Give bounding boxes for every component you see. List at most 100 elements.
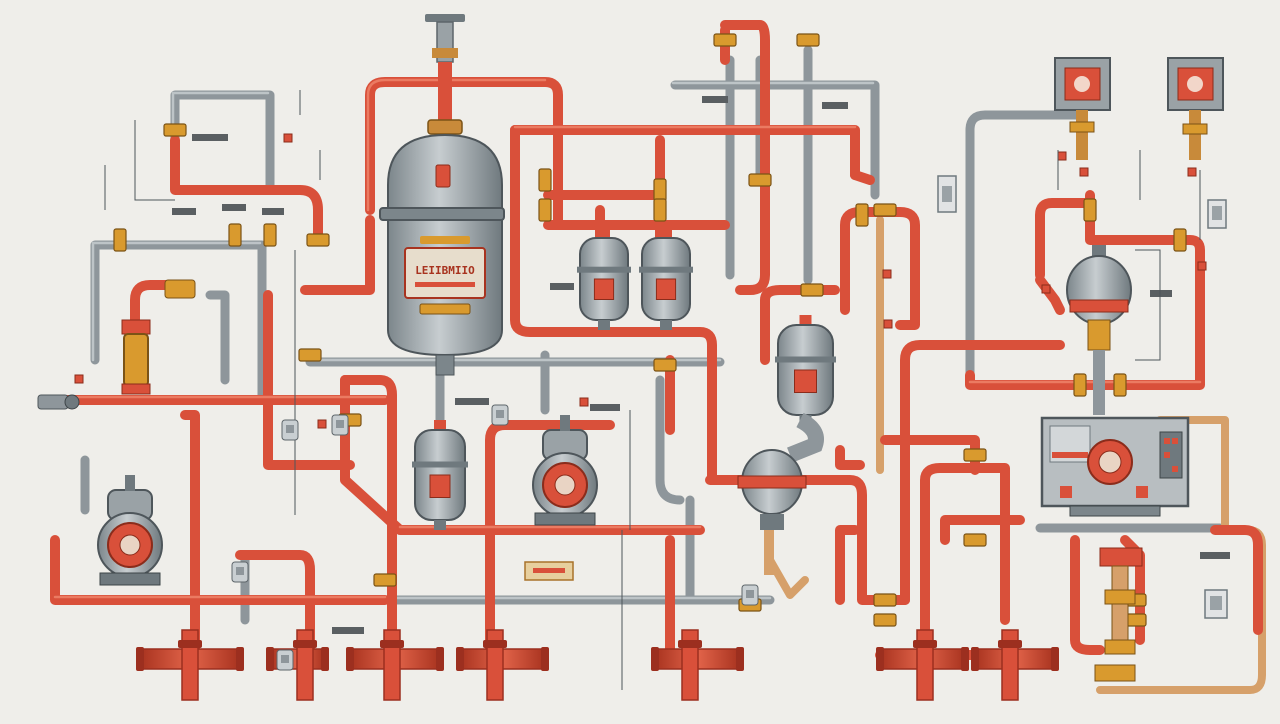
right-valve-stack[interactable]: [1094, 547, 1143, 682]
pipe-highlight: [366, 78, 547, 212]
exchanger-elbow: [787, 412, 824, 463]
canister-body: [123, 333, 149, 387]
inline-gauge[interactable]: [331, 414, 349, 436]
label-tag-mark: [590, 404, 620, 411]
red-pipe: [130, 280, 190, 335]
wall-gauge-bottom-right[interactable]: [1204, 589, 1228, 619]
red-pipe: [180, 410, 200, 665]
marker-square: [74, 374, 84, 384]
marker-square: [882, 269, 892, 279]
brass-label-stripe: [533, 568, 565, 573]
tank-inlet-pipe: [438, 62, 452, 122]
red-pipe: [340, 375, 705, 535]
vessel-outlet: [598, 320, 610, 330]
tap-handle[interactable]: [64, 394, 80, 410]
pipe-coupling: [796, 33, 820, 47]
inline-gauge[interactable]: [281, 419, 299, 441]
inline-gauge[interactable]: [741, 584, 759, 606]
label-tag-mark: [1200, 552, 1230, 559]
vessel-outlet: [434, 520, 446, 530]
red-pipe: [760, 285, 840, 365]
gauge-window: [281, 655, 289, 663]
control-box-right[interactable]: [1167, 57, 1224, 160]
twin-pump-right[interactable]: [639, 228, 693, 330]
annotation-line: [1135, 249, 1161, 361]
left-wall-tap[interactable]: [37, 394, 80, 410]
wall-switch-toggle[interactable]: [1212, 206, 1222, 220]
vessel-window: [794, 369, 817, 393]
bottom-valve[interactable]: [346, 629, 444, 701]
pipe-coupling: [873, 203, 897, 217]
valve-flange: [1051, 647, 1059, 671]
inline-gauge[interactable]: [276, 649, 294, 671]
control-box-indicator: [1187, 76, 1203, 92]
stack-top: [1099, 547, 1143, 567]
tank-inlet-flange: [427, 119, 463, 135]
wall-switch-toggle[interactable]: [942, 186, 952, 202]
grey-pipe-highlights: [91, 81, 875, 600]
label-tag-mark: [222, 204, 246, 211]
sphere-separator[interactable]: [1066, 245, 1132, 415]
valve-collar: [678, 640, 702, 648]
vertical-heater-vessel[interactable]: [775, 315, 836, 425]
center-pump[interactable]: [532, 415, 598, 526]
valve-flange: [651, 647, 659, 671]
wall-switch-right2[interactable]: [1207, 199, 1227, 229]
inline-gauge[interactable]: [491, 404, 509, 426]
control-panel-button[interactable]: [1136, 486, 1148, 498]
red-pipe: [235, 550, 315, 665]
control-panel[interactable]: [1040, 416, 1190, 517]
control-panel-button[interactable]: [1164, 452, 1170, 458]
lower-filter-vessel[interactable]: [412, 420, 468, 530]
valve-flange: [436, 647, 444, 671]
marker-square: [317, 419, 327, 429]
control-panel-button[interactable]: [1172, 438, 1178, 444]
pump-motor-shaft: [125, 475, 135, 491]
pipe-coupling: [1073, 373, 1087, 397]
pipe-coupling: [963, 533, 987, 547]
red-pipe: [965, 190, 1205, 390]
pipe-coupling: [855, 203, 869, 227]
valve-flange: [971, 647, 979, 671]
bottom-valve[interactable]: [266, 629, 329, 701]
red-pipe: [1210, 525, 1263, 635]
valve-collar: [483, 640, 507, 648]
left-pump[interactable]: [97, 475, 163, 586]
control-box-stem: [1076, 110, 1088, 160]
main-pressure-tank[interactable]: LEIIBMIIO: [379, 14, 505, 376]
pipe-coupling: [713, 33, 737, 47]
valve-flange: [346, 647, 354, 671]
left-filter-canister[interactable]: [121, 279, 196, 395]
pipe-coupling: [653, 358, 677, 372]
control-panel-button[interactable]: [1164, 438, 1170, 444]
bottom-valve[interactable]: [651, 629, 744, 701]
label-tag-mark: [192, 134, 228, 141]
control-box-left[interactable]: [1054, 57, 1111, 160]
twin-pump-left[interactable]: [577, 228, 631, 330]
grey-pipe: [655, 375, 685, 505]
bottom-valve[interactable]: [136, 629, 244, 701]
inline-gauge[interactable]: [231, 561, 249, 583]
control-panel-button[interactable]: [1060, 486, 1072, 498]
vessel-band: [577, 266, 631, 273]
tap-body: [37, 394, 69, 410]
label-tag: [262, 208, 284, 215]
red-pipe: [850, 170, 875, 185]
pipe-coupling: [653, 178, 667, 202]
wall-switch-right[interactable]: [937, 175, 957, 213]
exchanger-band: [737, 475, 807, 489]
pipe-coupling: [748, 173, 772, 187]
annotation-lines: [104, 90, 1201, 690]
grey-pipe: [670, 80, 880, 200]
bottom-valve[interactable]: [876, 629, 969, 701]
heat-exchanger-dome[interactable]: [737, 412, 824, 575]
valve-collar: [913, 640, 937, 648]
tan-pipe: [766, 556, 809, 599]
control-panel-button[interactable]: [1172, 466, 1178, 472]
bottom-valve[interactable]: [971, 629, 1059, 701]
separator-drain: [1093, 350, 1105, 415]
vessel-window: [655, 278, 677, 300]
control-box-indicator: [1074, 76, 1090, 92]
bottom-valve[interactable]: [456, 629, 549, 701]
tank-flange-band: [379, 207, 505, 221]
